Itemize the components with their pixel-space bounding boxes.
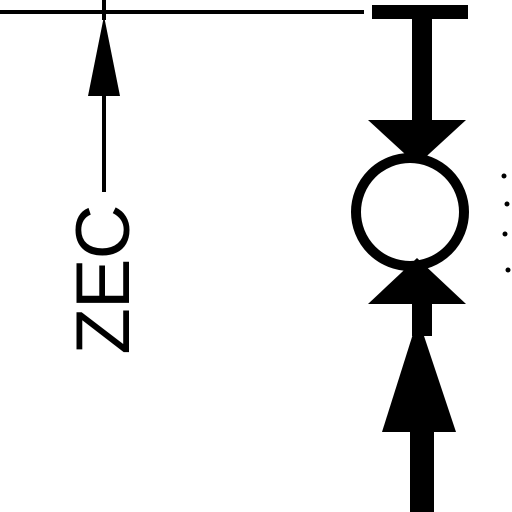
dimension-arrow-head [88, 16, 120, 96]
valve-lower-triangle [368, 258, 466, 304]
edge-dot [502, 231, 508, 237]
lower-stem [410, 420, 434, 512]
edge-dot [505, 267, 511, 273]
valve-circle [351, 153, 469, 271]
upper-stem [412, 12, 432, 130]
zec-label: ZEC [61, 205, 146, 355]
edge-dot [501, 173, 507, 179]
flow-arrow-head [382, 318, 456, 432]
valve-upper-triangle [368, 120, 466, 165]
edge-dot [504, 201, 510, 207]
